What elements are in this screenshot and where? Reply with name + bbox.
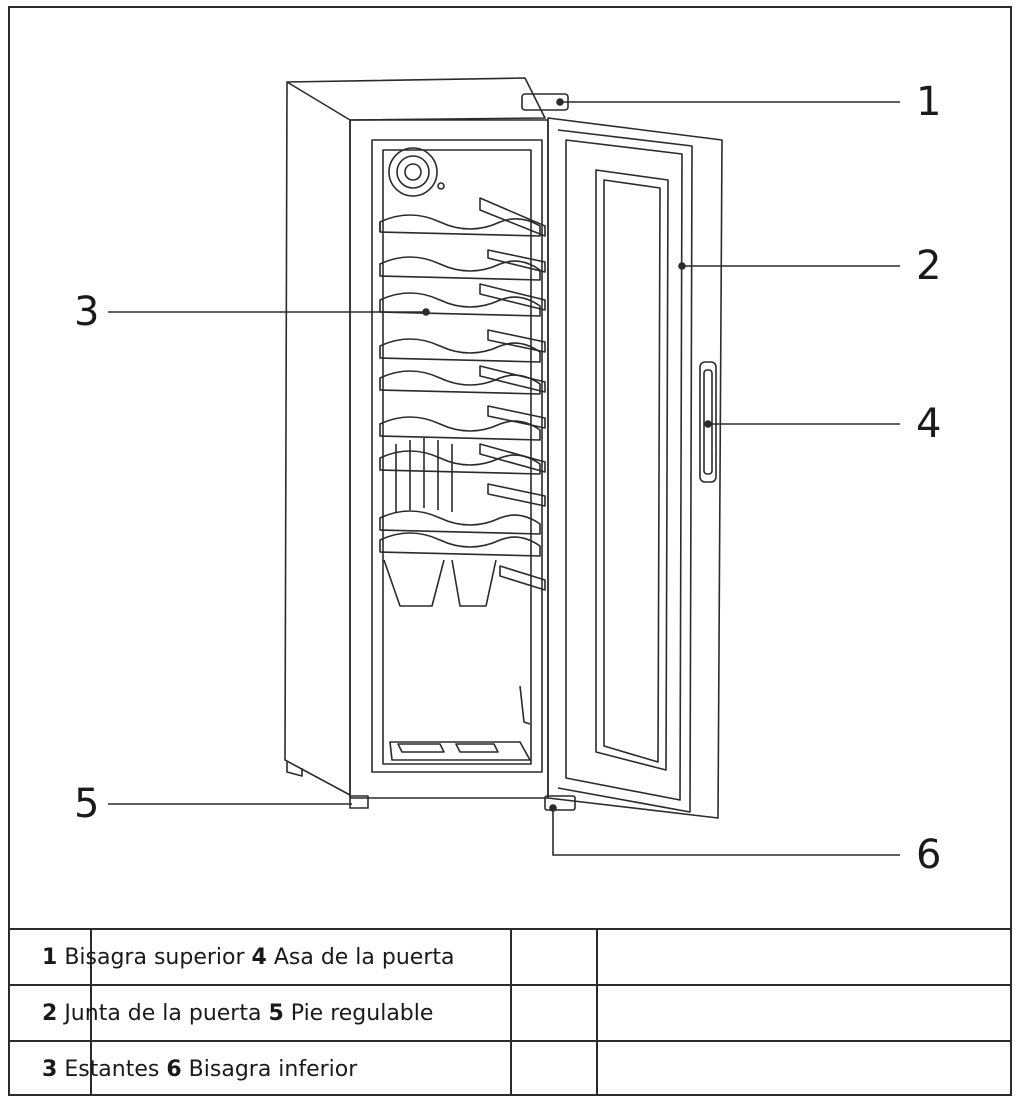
- bottom-hinge: [544, 795, 576, 811]
- legend-number: 3: [42, 1057, 58, 1082]
- lower-basket: [383, 559, 497, 607]
- legend-row: 3 Estantes 6 Bisagra inferior: [42, 1056, 357, 1084]
- legend-column-divider: [596, 928, 598, 1096]
- cabinet-top: [286, 77, 546, 121]
- legend-row: 1 Bisagra superior 4 Asa de la puerta: [42, 944, 455, 972]
- callout-3: 3: [74, 289, 100, 335]
- legend-number: 1: [42, 945, 58, 970]
- cabinet-interior: [371, 139, 543, 773]
- fan-icon: [388, 147, 445, 197]
- legend-number: 6: [166, 1057, 182, 1082]
- door-outer: [547, 117, 723, 819]
- legend-column-divider: [510, 928, 512, 1096]
- callout-6: 6: [916, 832, 942, 878]
- legend-row: 2 Junta de la puerta 5 Pie regulable: [42, 1000, 433, 1028]
- bottom-tray: [389, 741, 531, 761]
- door-glass: [595, 169, 669, 771]
- adjustable-foot: [349, 795, 369, 809]
- legend-table: 1 Bisagra superior 4 Asa de la puerta 2 …: [8, 928, 1012, 1096]
- legend-number: 5: [268, 1001, 284, 1026]
- legend-label: Bisagra superior: [64, 945, 245, 970]
- callout-4: 4: [916, 401, 942, 447]
- callout-5: 5: [74, 781, 100, 827]
- legend-label: Estantes: [64, 1057, 160, 1082]
- wine-cooler-diagram: [108, 77, 900, 856]
- legend-column-divider: [90, 928, 92, 1096]
- legend-label: Asa de la puerta: [273, 945, 455, 970]
- callout-1: 1: [916, 79, 942, 125]
- legend-label: Bisagra inferior: [188, 1057, 358, 1082]
- shelves: [379, 197, 546, 591]
- callout-2: 2: [916, 243, 942, 289]
- cabinet-side: [284, 81, 351, 796]
- leader-line-6: [552, 808, 900, 856]
- legend-number: 4: [251, 945, 267, 970]
- legend-label: Pie regulable: [290, 1001, 434, 1026]
- legend-label: Junta de la puerta: [64, 1001, 262, 1026]
- legend-number: 2: [42, 1001, 58, 1026]
- door-handle: [699, 361, 717, 483]
- door-gasket: [557, 129, 693, 813]
- cabinet-interior-inner: [382, 149, 532, 765]
